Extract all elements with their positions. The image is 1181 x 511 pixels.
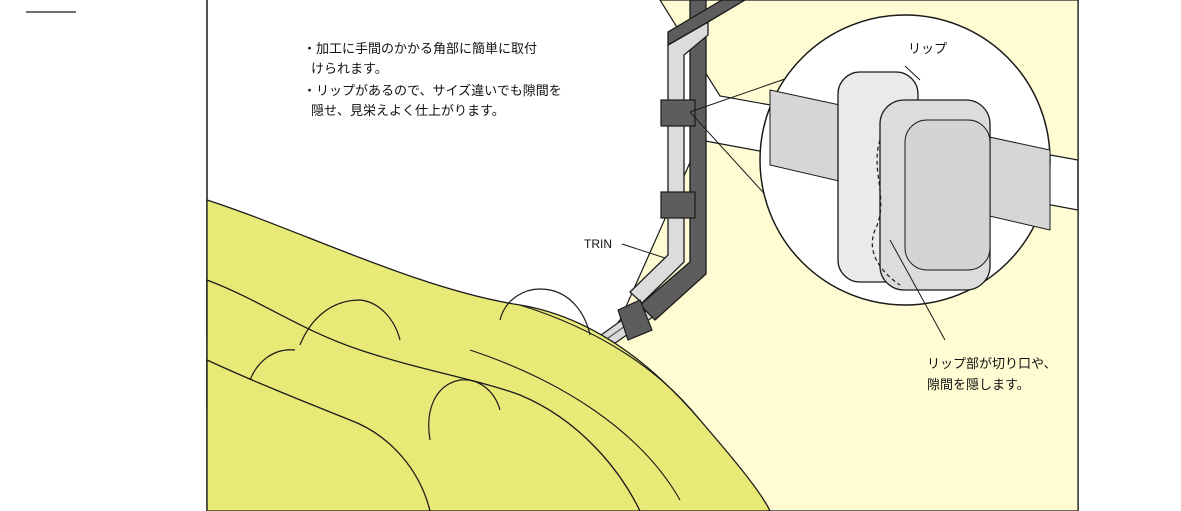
callout-line-1: リップ部が切り口や、 (927, 357, 1057, 372)
callout-text: リップ部が切り口や、 隙間を隠します。 (927, 357, 1057, 393)
lip-label: リップ (908, 42, 947, 57)
description-line-1: ・加工に手間のかかる角部に簡単に取付 (303, 41, 537, 57)
callout-line-2: 隙間を隠します。 (927, 378, 1030, 393)
trin-label: TRIN (584, 237, 612, 251)
description-line-3: ・リップがあるので、サイズ違いでも隙間を (303, 83, 562, 99)
detail-circle (759, 14, 1051, 341)
description-text: ・加工に手間のかかる角部に簡単に取付 けられます。 ・リップがあるので、サイズ違… (303, 41, 562, 119)
description-line-2: けられます。 (311, 62, 388, 77)
description-line-4: 隠せ、見栄えよく仕上がります。 (311, 104, 505, 119)
trin-duct (617, 0, 747, 341)
trin-leader (621, 243, 666, 259)
insulation-pipes (206, 199, 771, 511)
